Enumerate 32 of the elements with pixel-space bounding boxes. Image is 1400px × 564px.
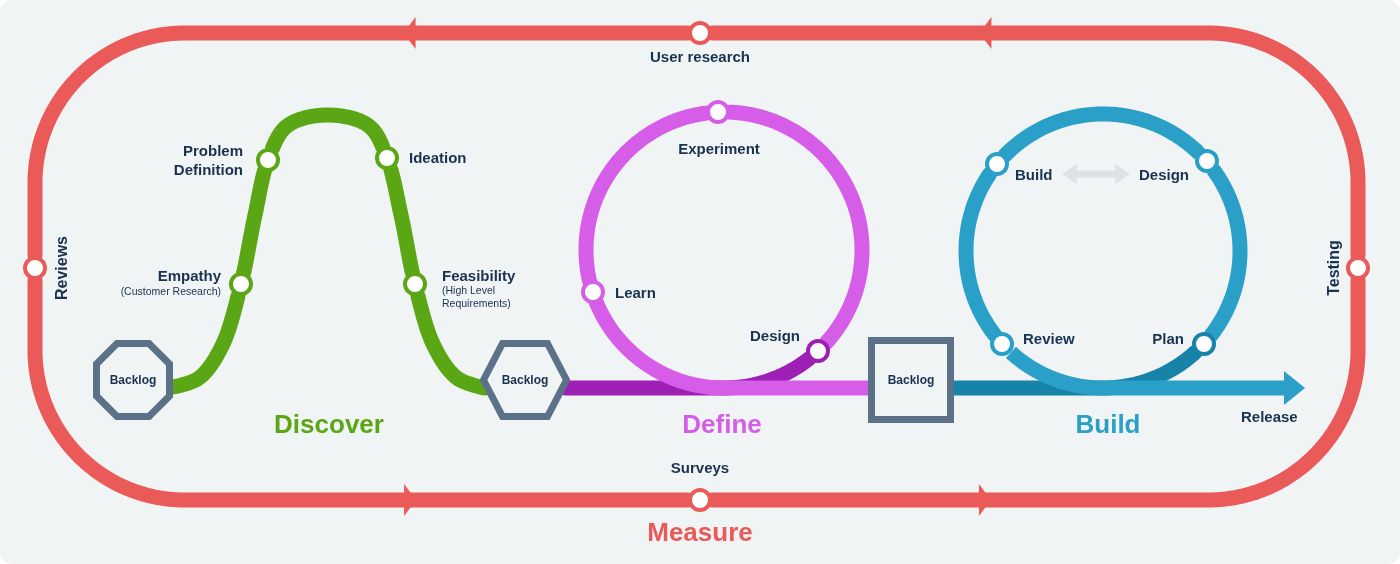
arrow	[1004, 345, 1305, 405]
station-label: Review	[1023, 329, 1075, 348]
station-label: Plan	[1152, 329, 1184, 348]
track-line	[958, 166, 1003, 343]
station-label: Reviews	[51, 236, 71, 300]
station-label: User research	[649, 47, 751, 66]
station-label: Surveys	[670, 458, 730, 477]
station-label: Experiment	[678, 139, 760, 158]
station-label: Testing	[1323, 240, 1343, 296]
node-label: Backlog	[501, 373, 549, 387]
phase-label: Define	[682, 409, 762, 440]
station-label: Feasibility	[442, 266, 516, 285]
station-label: Build	[1015, 165, 1053, 184]
station-label: Design	[750, 326, 800, 345]
station-label: Ideation	[409, 148, 467, 167]
endpoint-label: Release	[1241, 407, 1298, 426]
station-label: Problem Definition	[173, 141, 243, 179]
station-label: Design	[1139, 165, 1189, 184]
phase-label: Discover	[274, 409, 384, 440]
node-label: Backlog	[109, 373, 157, 387]
node-label: Backlog	[887, 373, 935, 387]
phase-label: Measure	[647, 517, 753, 548]
station-label: Learn	[615, 283, 656, 302]
track-line	[265, 107, 391, 156]
station-label: Empathy	[157, 266, 221, 285]
track-line	[997, 106, 1206, 163]
station-note: (High Level Requirements)	[442, 284, 512, 309]
track-line	[1203, 163, 1248, 343]
backlog-square	[868, 337, 954, 423]
station-note: (Customer Research)	[120, 285, 221, 298]
phase-label: Build	[1075, 409, 1141, 440]
backlog-octagon	[93, 340, 173, 420]
